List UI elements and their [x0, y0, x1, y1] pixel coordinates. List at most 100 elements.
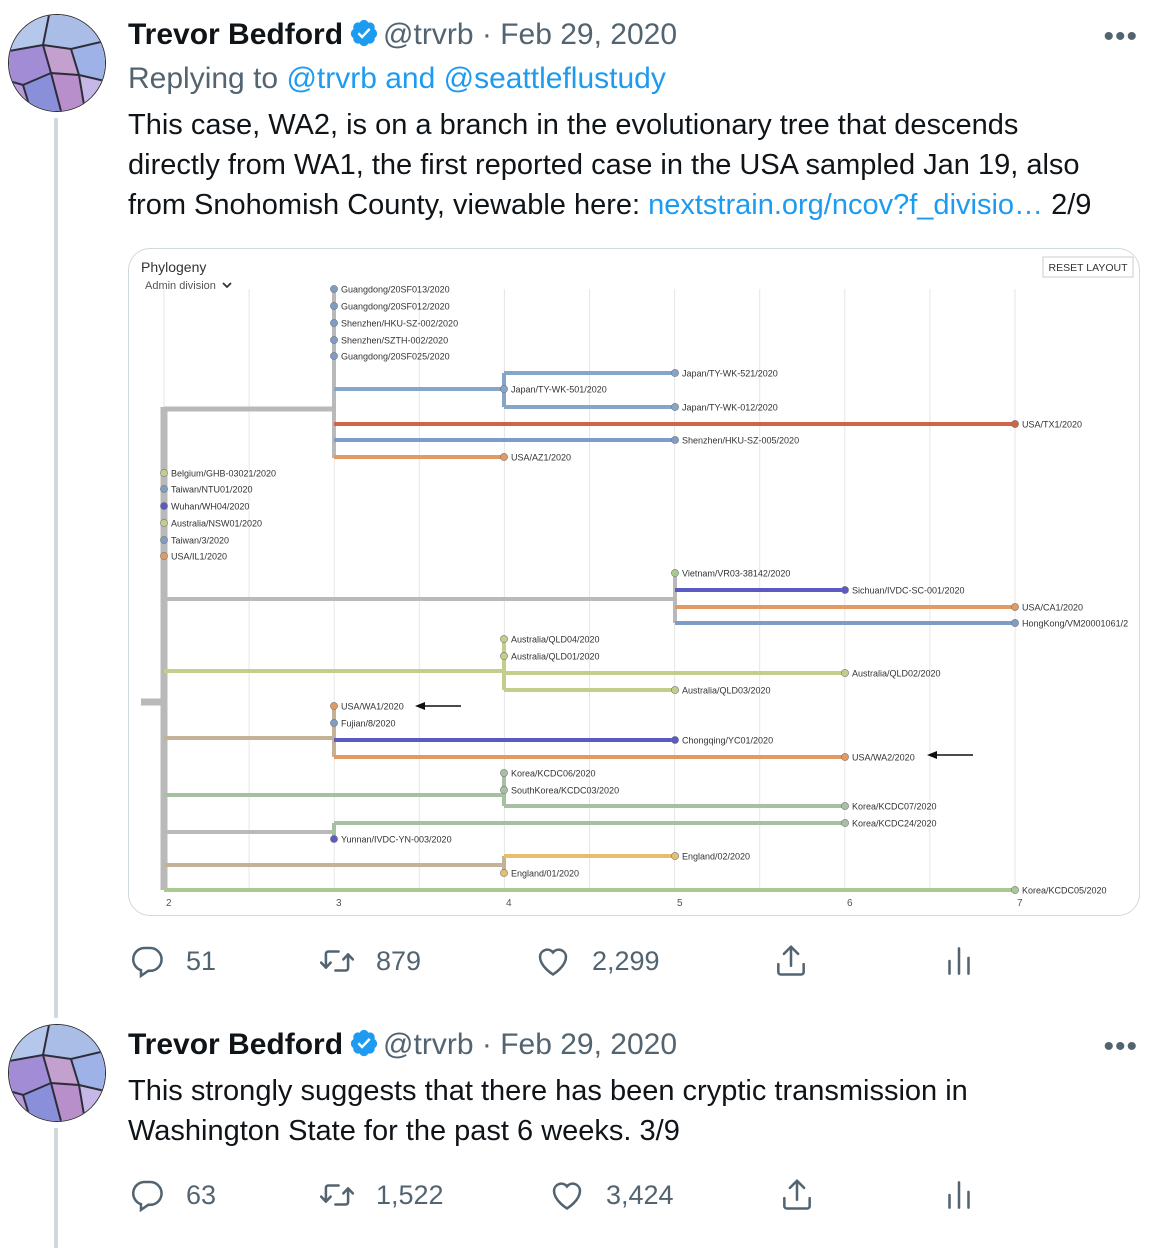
avatar[interactable]	[8, 14, 106, 112]
tweet-text-line: This case, WA2, is on a branch in the ev…	[128, 109, 1019, 141]
tip-label: USA/TX1/2020	[1022, 420, 1082, 430]
tip-node[interactable]	[500, 453, 508, 461]
tip-node[interactable]	[671, 686, 679, 694]
avatar-pattern-icon	[9, 15, 105, 111]
tip-label: Japan/TY-WK-012/2020	[682, 403, 778, 413]
tip-node[interactable]	[841, 669, 849, 677]
tip-node[interactable]	[160, 536, 168, 544]
tip-label: USA/WA2/2020	[852, 753, 915, 763]
analytics-button[interactable]	[940, 942, 998, 980]
tip-node[interactable]	[160, 469, 168, 477]
admin-division-dropdown[interactable]: Admin division	[145, 280, 216, 292]
tip-node[interactable]	[500, 869, 508, 877]
tip-node[interactable]	[841, 802, 849, 810]
like-button[interactable]: 3,424	[548, 1176, 674, 1214]
tip-node[interactable]	[671, 436, 679, 444]
tip-node[interactable]	[500, 786, 508, 794]
thread-line	[54, 118, 58, 1018]
tweet-text-segment: from Snohomish County, viewable here:	[128, 189, 649, 221]
tip-node[interactable]	[1011, 886, 1019, 894]
tip-label: HongKong/VM20001061/2	[1022, 619, 1128, 629]
tip-label: Taiwan/NTU01/2020	[171, 485, 253, 495]
tip-node[interactable]	[330, 285, 338, 293]
tip-label: USA/CA1/2020	[1022, 603, 1083, 613]
tweet-date[interactable]: Feb 29, 2020	[500, 18, 678, 51]
tweet-2[interactable]: Trevor Bedford@trvrb · Feb 29, 2020 ••• …	[0, 1010, 1168, 1248]
tip-node[interactable]	[330, 835, 338, 843]
tip-node[interactable]	[1011, 619, 1019, 627]
tip-node[interactable]	[160, 502, 168, 510]
tip-node[interactable]	[841, 819, 849, 827]
tip-node[interactable]	[160, 552, 168, 560]
tip-node[interactable]	[330, 719, 338, 727]
reply-button[interactable]: 51	[128, 942, 216, 980]
tip-label: Shenzhen/HKU-SZ-002/2020	[341, 319, 458, 329]
x-tick-label: 7	[1017, 898, 1023, 909]
avatar-pattern-icon	[9, 1025, 105, 1121]
tip-node[interactable]	[330, 702, 338, 710]
tip-label: Fujian/8/2020	[341, 719, 396, 729]
replying-to-users-link[interactable]: @trvrb and @seattleflustudy	[286, 62, 666, 95]
tip-label: Sichuan/IVDC-SC-001/2020	[852, 586, 965, 596]
tweet-text: This case, WA2, is on a branch in the ev…	[128, 105, 1138, 225]
tip-label: Guangdong/20SF012/2020	[341, 302, 450, 312]
reset-layout-button[interactable]	[1042, 256, 1134, 278]
tip-node[interactable]	[330, 302, 338, 310]
tip-label: Shenzhen/SZTH-002/2020	[341, 336, 448, 346]
like-button[interactable]: 2,299	[534, 942, 660, 980]
tip-node[interactable]	[500, 769, 508, 777]
tip-label: England/01/2020	[511, 869, 579, 879]
tip-node[interactable]	[500, 635, 508, 643]
reply-button[interactable]: 63	[128, 1176, 216, 1214]
tip-node[interactable]	[160, 519, 168, 527]
tip-node[interactable]	[841, 753, 849, 761]
tip-node[interactable]	[500, 385, 508, 393]
tip-node[interactable]	[1011, 603, 1019, 611]
tip-node[interactable]	[671, 852, 679, 860]
chevron-down-icon[interactable]	[222, 282, 232, 289]
analytics-icon	[948, 1181, 970, 1209]
more-options-icon[interactable]: •••	[1103, 20, 1138, 53]
separator-dot: ·	[481, 1028, 492, 1061]
tip-node[interactable]	[671, 369, 679, 377]
x-tick-label: 4	[506, 898, 512, 909]
tweet-1[interactable]: Trevor Bedford@trvrb · Feb 29, 2020 ••• …	[0, 0, 1168, 1018]
share-button[interactable]	[772, 942, 830, 980]
retweet-button[interactable]: 1,522	[318, 1176, 444, 1214]
tweet-header: Trevor Bedford @trvrb · Feb 29, 2020	[128, 18, 677, 56]
tip-node[interactable]	[1011, 420, 1019, 428]
author-handle[interactable]: @trvrb	[383, 1028, 474, 1061]
nextstrain-link[interactable]: nextstrain.org/ncov?f_divisio…	[648, 189, 1044, 221]
author-handle[interactable]: @trvrb	[383, 18, 474, 51]
tip-label: Vietnam/VR03-38142/2020	[682, 569, 790, 579]
tip-label: Australia/QLD02/2020	[852, 669, 941, 679]
tip-node[interactable]	[160, 485, 168, 493]
tip-label: Japan/TY-WK-501/2020	[511, 385, 607, 395]
author-name[interactable]: Trevor Bedford	[128, 1028, 344, 1061]
tweet-date[interactable]: Feb 29, 2020	[500, 1028, 678, 1061]
share-button[interactable]	[778, 1176, 836, 1214]
tip-node[interactable]	[330, 336, 338, 344]
tip-node[interactable]	[671, 403, 679, 411]
tip-node[interactable]	[671, 569, 679, 577]
replying-to: Replying to @trvrb and @seattleflustudy	[128, 62, 666, 96]
analytics-button[interactable]	[940, 1176, 998, 1214]
tweet-text-line: from Snohomish County, viewable here: ne…	[128, 185, 1138, 225]
avatar[interactable]	[8, 1024, 106, 1122]
author-name[interactable]: Trevor Bedford	[128, 18, 344, 51]
retweet-button[interactable]: 879	[318, 942, 421, 980]
tip-label: Australia/QLD03/2020	[682, 686, 771, 696]
share-icon	[783, 1179, 811, 1210]
tip-node[interactable]	[500, 652, 508, 660]
more-options-icon[interactable]: •••	[1103, 1030, 1138, 1063]
tip-node[interactable]	[330, 352, 338, 360]
tip-label: Wuhan/WH04/2020	[171, 502, 249, 512]
tip-node[interactable]	[330, 319, 338, 327]
separator-dot: ·	[481, 18, 492, 51]
tip-label: Belgium/GHB-03021/2020	[171, 469, 276, 479]
tip-node[interactable]	[841, 586, 849, 594]
replying-prefix: Replying to	[128, 62, 279, 95]
tip-node[interactable]	[671, 736, 679, 744]
